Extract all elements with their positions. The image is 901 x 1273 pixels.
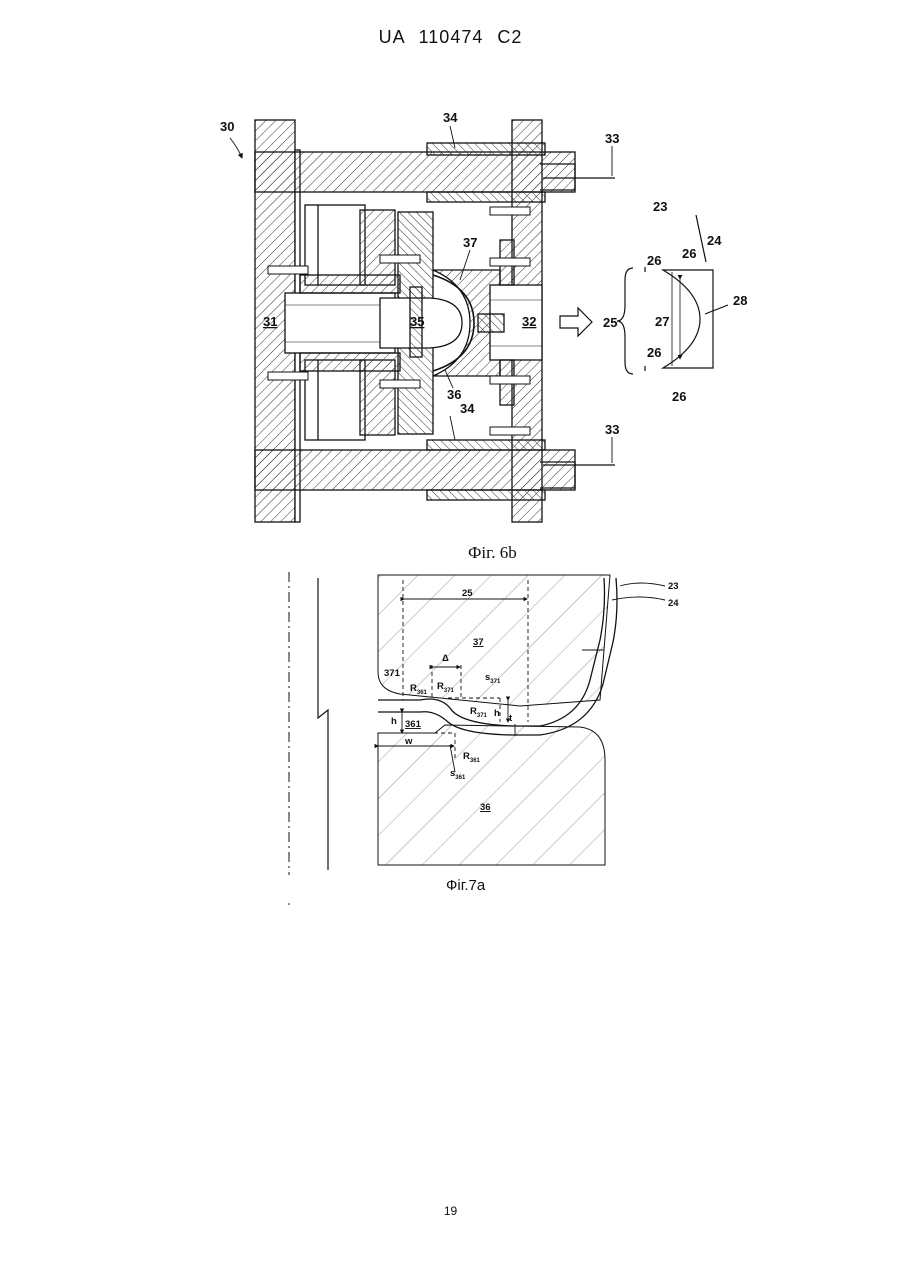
figure-7a-caption: Фіг.7а: [446, 877, 486, 894]
label-32: 32: [522, 314, 536, 329]
label-37: 37: [463, 235, 477, 250]
label-371: 371: [384, 668, 401, 679]
label-30: 30: [220, 119, 234, 134]
core-31: [285, 293, 395, 353]
label-28: 28: [733, 293, 747, 308]
label-36: 36: [447, 387, 461, 402]
label-23: 23: [653, 199, 667, 214]
figure-6b: 30 34 33 37 31 35 32 36 34 33 23 24 26 2…: [0, 0, 901, 570]
tie-bar-top: [255, 152, 575, 192]
label-h-right: h: [494, 708, 500, 719]
label-31: 31: [263, 314, 277, 329]
label-r371-b: R371: [470, 706, 488, 719]
figure-7a: 25 23 24 37 371 Δ s371 R361 R371 R371 36…: [0, 560, 901, 920]
label-33-bottom: 33: [605, 422, 619, 437]
label-23: 23: [668, 581, 679, 592]
label-t: t: [509, 713, 513, 724]
label-361: 361: [405, 719, 422, 730]
label-24: 24: [668, 598, 679, 609]
label-26-a: 26: [647, 253, 661, 268]
label-24: 24: [707, 233, 722, 248]
label-26-b: 26: [682, 246, 696, 261]
label-34-top: 34: [443, 110, 458, 125]
guide-bushing-bottom: [427, 440, 545, 450]
label-26-c: 26: [647, 345, 661, 360]
label-37: 37: [473, 637, 484, 648]
label-35: 35: [410, 314, 424, 329]
label-33-top: 33: [605, 131, 619, 146]
label-26-d: 26: [672, 389, 686, 404]
label-25: 25: [603, 315, 617, 330]
label-w: w: [404, 736, 413, 747]
page-number: 19: [0, 1204, 901, 1218]
label-h-left: h: [391, 716, 397, 727]
label-25: 25: [462, 588, 473, 599]
guide-bushing-top: [427, 143, 545, 155]
tie-bar-bottom: [255, 450, 575, 490]
label-27: 27: [655, 314, 669, 329]
ejection-arrow: [560, 308, 592, 336]
label-delta: Δ: [442, 653, 449, 664]
label-36: 36: [480, 802, 491, 813]
label-34-bottom: 34: [460, 401, 475, 416]
